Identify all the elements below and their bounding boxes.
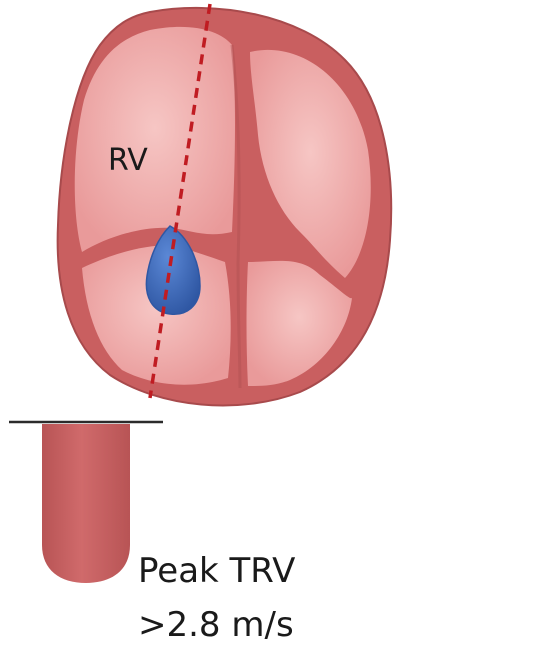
rv-label: RV [108, 143, 148, 178]
doppler-velocity-bar [42, 424, 130, 583]
measurement-label-line2: >2.8 m/s [138, 605, 294, 645]
measurement-label-line1: Peak TRV [138, 551, 295, 591]
heart-cross-section [58, 8, 392, 406]
